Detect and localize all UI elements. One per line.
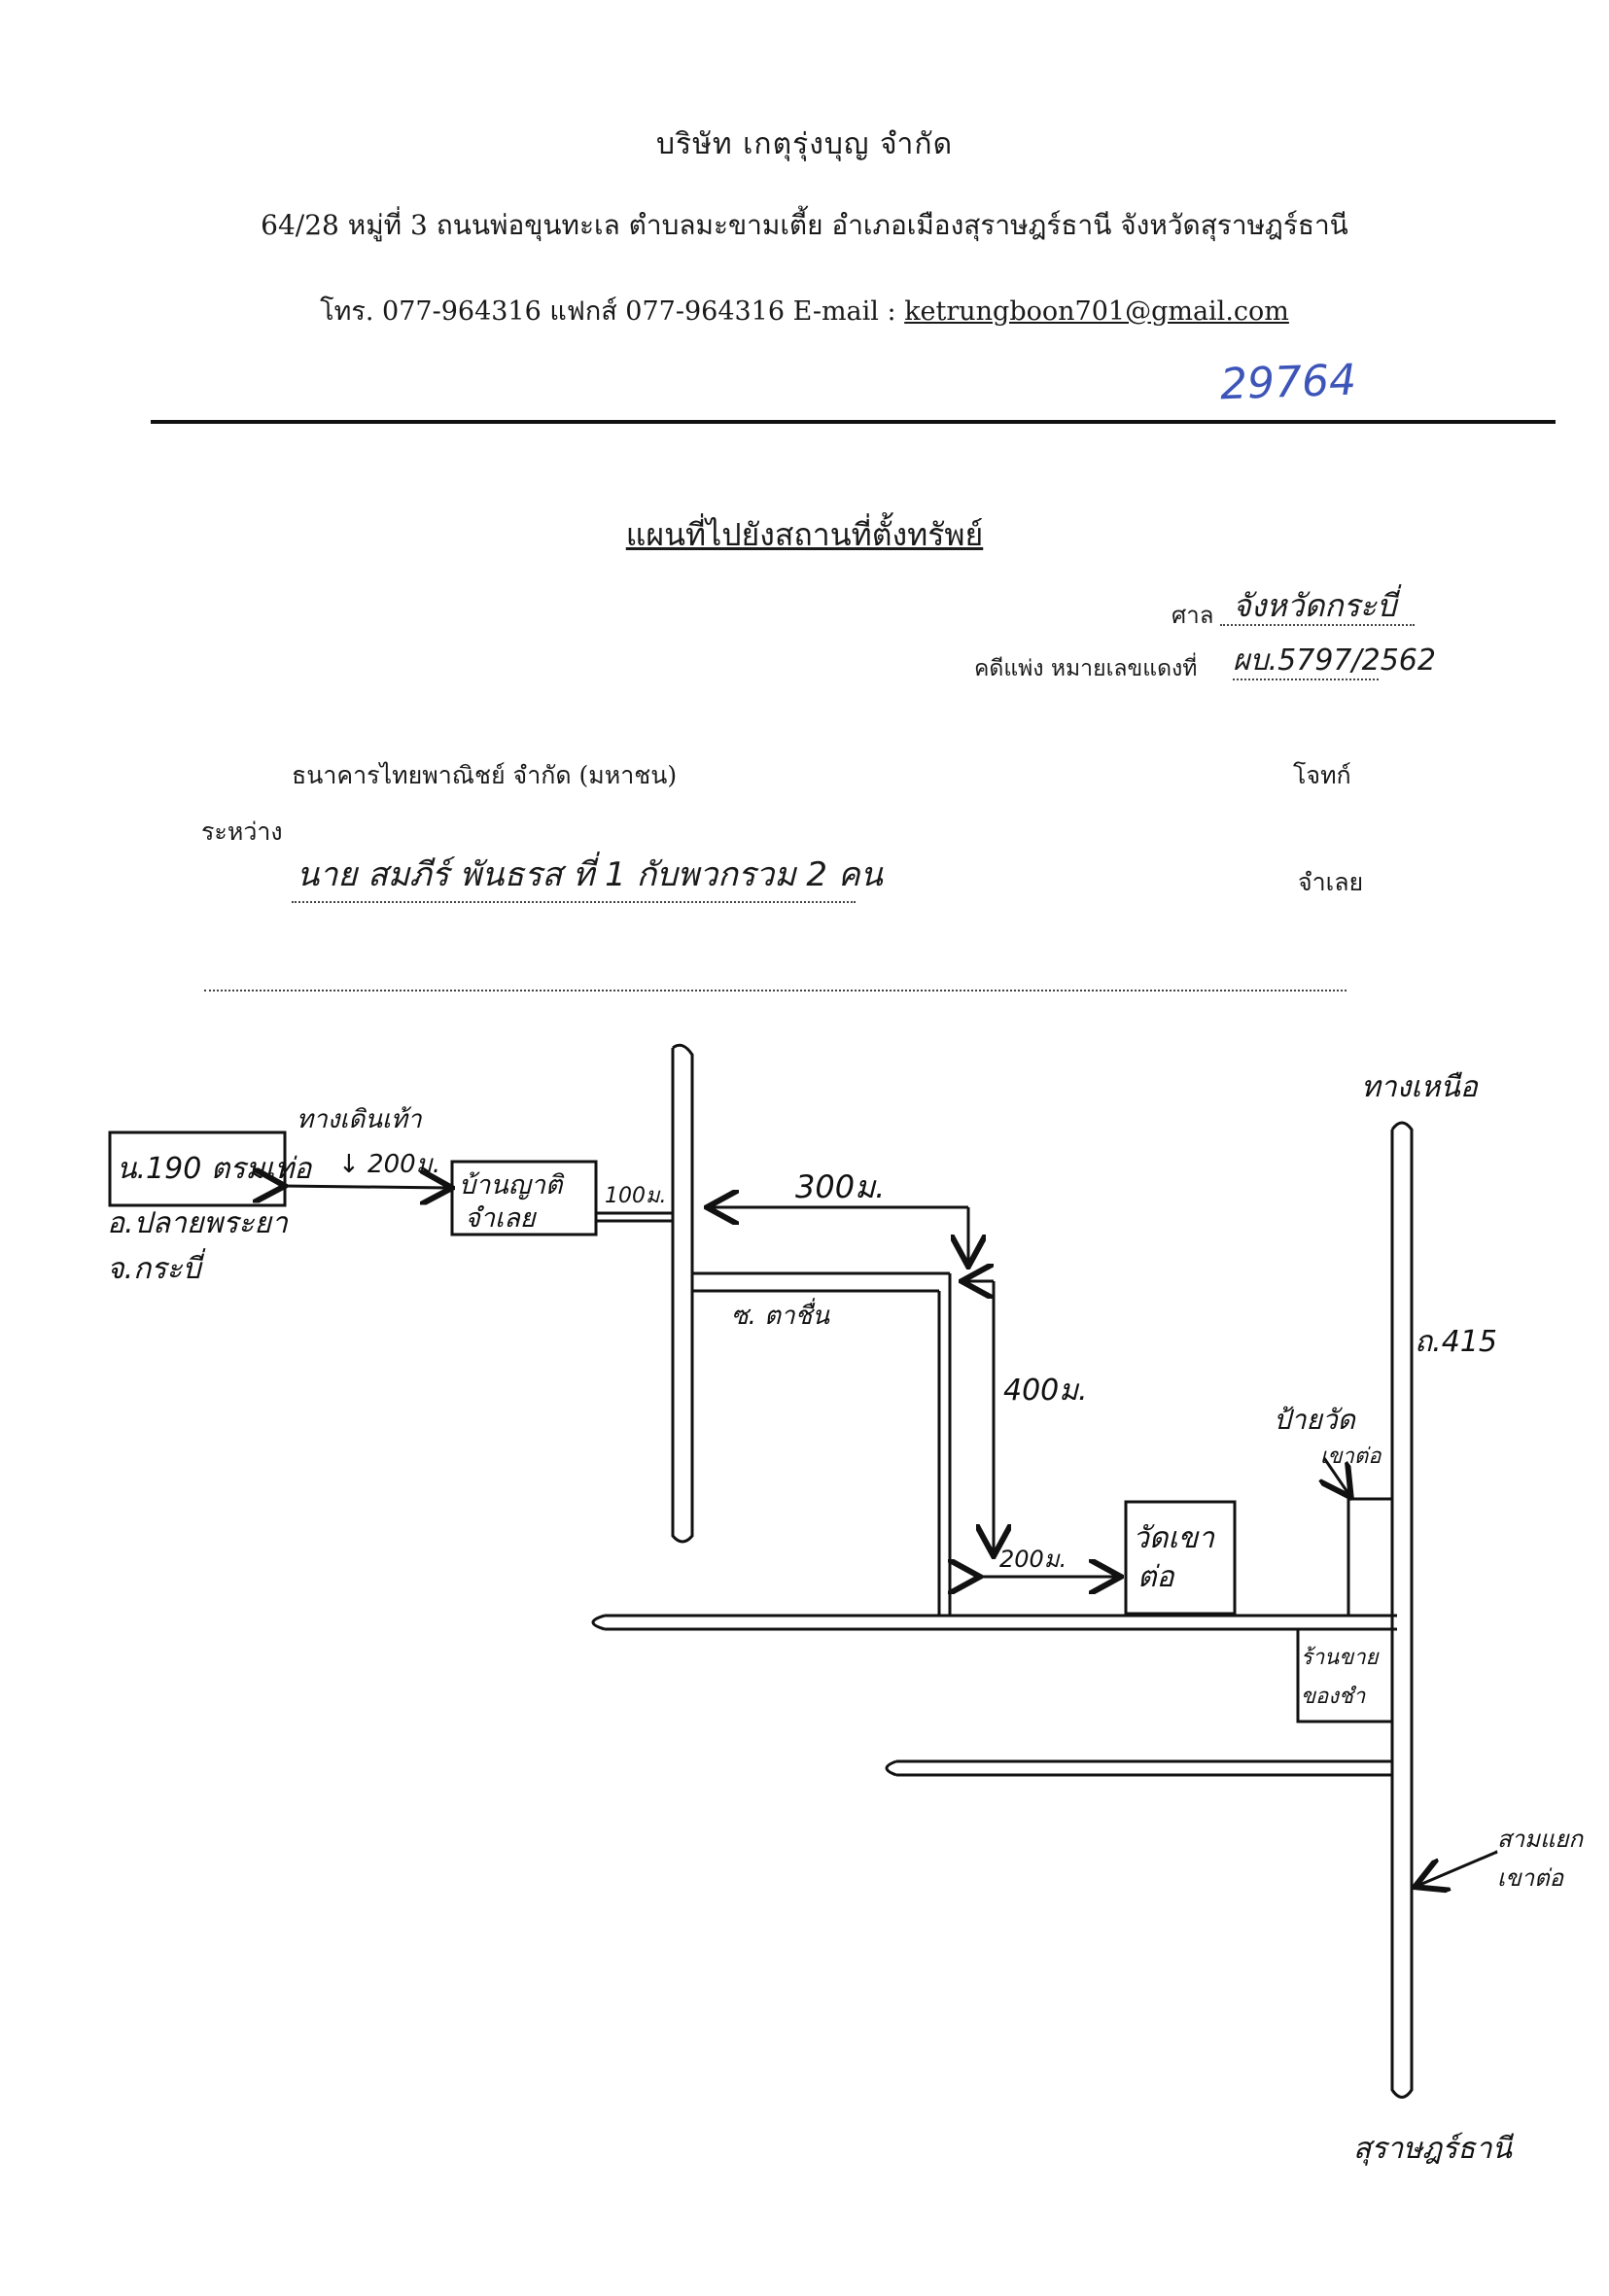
- map-shop-2: ของชำ: [1301, 1685, 1366, 1709]
- company-contact: โทร. 077-964316 แฟกส์ 077-964316 E-mail …: [0, 290, 1609, 331]
- map-house-label: บ้านญาติ: [459, 1170, 564, 1200]
- between-label: ระหว่าง: [201, 818, 283, 846]
- map-junction-2: เขาต่อ: [1497, 1864, 1565, 1892]
- defendant-dotted-line: [292, 901, 856, 903]
- case-dotted-line: [1233, 678, 1379, 680]
- email-link[interactable]: ketrungboon701@gmail.com: [904, 296, 1289, 327]
- phone-fax: โทร. 077-964316 แฟกส์ 077-964316 E-mail …: [320, 296, 905, 327]
- road-junction-branch: [885, 1759, 1392, 1777]
- sign-arrow: [1324, 1457, 1349, 1495]
- case-label: คดีแพ่ง หมายเลขแดงที่: [974, 656, 1198, 681]
- map-south-label: สุราษฎร์ธานี: [1353, 2132, 1515, 2166]
- map-north-label: ทางเหนือ: [1361, 1070, 1480, 1104]
- map-shop-1: ร้านขาย: [1301, 1646, 1381, 1670]
- plaintiff-role: โจทก์: [1293, 761, 1351, 789]
- court-value: จังหวัดกระบี่: [1233, 587, 1397, 624]
- map-dist-100: 100ม.: [605, 1184, 667, 1208]
- court-label: ศาล: [1172, 602, 1214, 629]
- header-divider: [151, 420, 1556, 424]
- map-house-label-2: จำเลย: [465, 1203, 538, 1234]
- shop-box: [1296, 1627, 1394, 1723]
- highway-415: [1390, 1121, 1414, 2099]
- map-soi-label: ซ. ตาชื่น: [731, 1298, 830, 1331]
- defendant-role: จำเลย: [1298, 868, 1364, 896]
- map-parcel-location-1: อ.ปลายพระยา: [107, 1206, 289, 1240]
- case-number: ผบ.5797/2562: [1233, 644, 1436, 678]
- map-junction-1: สามแยก: [1497, 1826, 1584, 1853]
- map-temple-2: ต่อ: [1137, 1560, 1175, 1594]
- map-dist-300: 300ม.: [795, 1168, 885, 1205]
- sign-post: [1347, 1497, 1392, 1616]
- road-west-vertical: [671, 1043, 694, 1544]
- court-dotted-line: [1220, 624, 1415, 626]
- map-path-note: ทางเดินเท้า: [297, 1105, 423, 1134]
- company-name: บริษัท เกตุรุ่งบุญ จำกัด: [655, 127, 954, 161]
- map-parcel-label: น.190 ตรมเท่อ: [117, 1152, 313, 1186]
- map-highway-label: ถ.415: [1415, 1325, 1497, 1359]
- map-temple-1: วัดเขา: [1133, 1521, 1215, 1555]
- plaintiff-name: ธนาคารไทยพาณิชย์ จำกัด (มหาชน): [292, 761, 678, 789]
- temple-box: [1124, 1500, 1237, 1616]
- junction-arrow: [1417, 1850, 1498, 1886]
- page-title: แผนที่ไปยังสถานที่ตั้งทรัพย์: [625, 516, 984, 553]
- map-dist-200-a: ↓ 200ม.: [338, 1150, 440, 1179]
- map-parcel-location-2: จ.กระบี่: [107, 1248, 206, 1286]
- map-dist-200-b: 200ม.: [999, 1546, 1067, 1573]
- defendant-name: นาย สมภีร์ พันธรส ที่ 1 กับพวกรวม 2 คน: [297, 855, 883, 894]
- company-address: 64/28 หมู่ที่ 3 ถนนพ่อขุนทะเล ตำบลมะขามเ…: [261, 209, 1348, 241]
- map-sign-2: เขาต่อ: [1320, 1444, 1382, 1469]
- map-dist-400: 400ม.: [1003, 1374, 1088, 1408]
- soi-vertical: [937, 1273, 952, 1616]
- soi-horizontal: [692, 1271, 950, 1293]
- road-main-horizontal: [591, 1614, 1397, 1631]
- blank-dotted-line: [204, 990, 1347, 991]
- map-sign-1: ป้ายวัด: [1274, 1404, 1357, 1436]
- footpath-arrow: [282, 1186, 449, 1188]
